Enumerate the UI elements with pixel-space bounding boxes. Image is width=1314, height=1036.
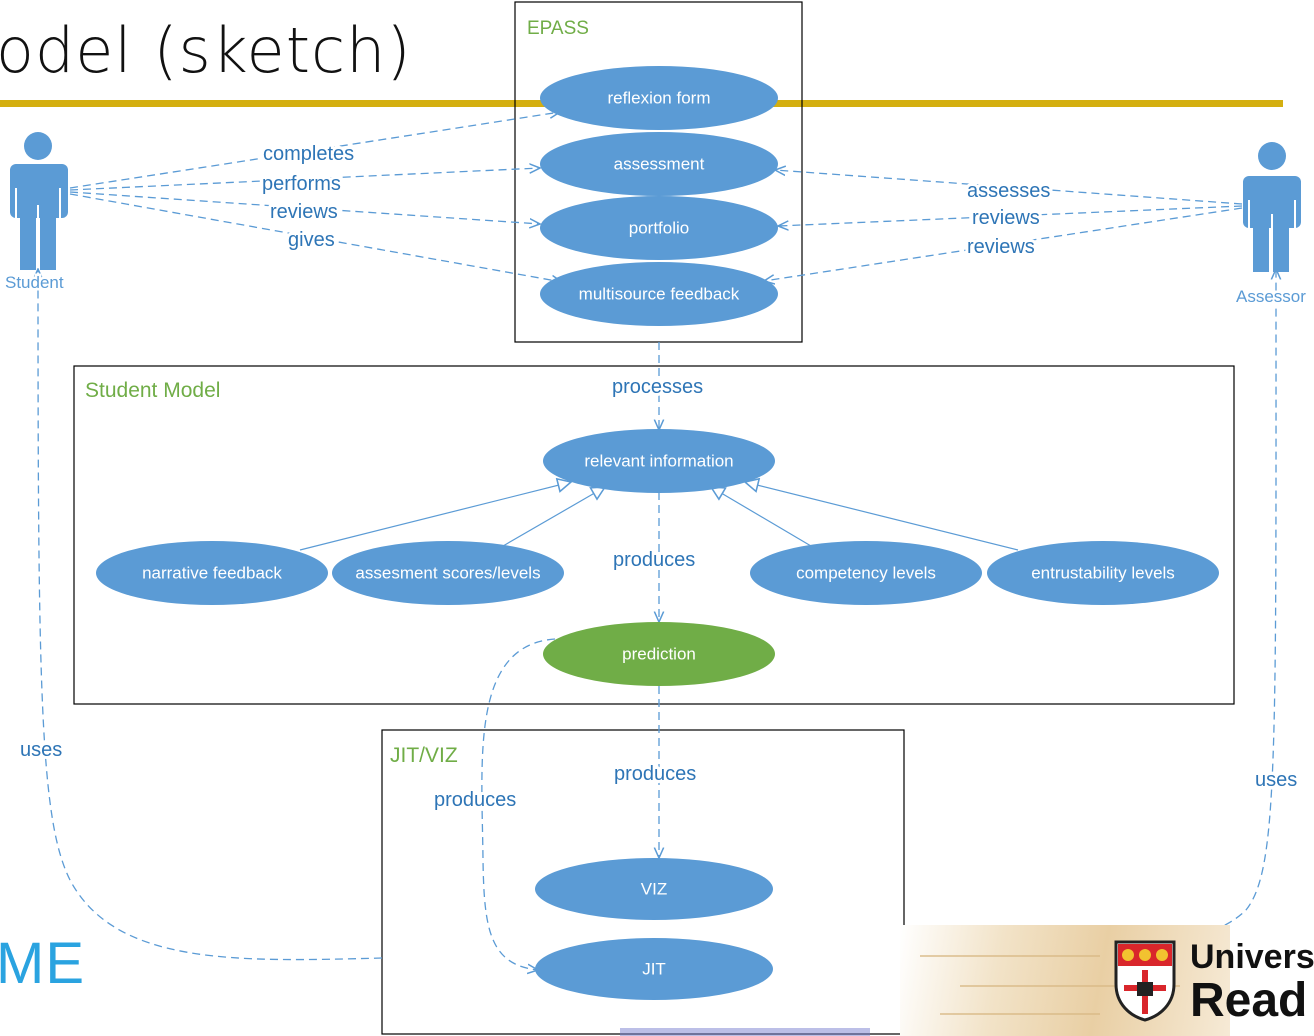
label-completes: completes (263, 143, 354, 165)
node-portfolio[interactable] (540, 196, 778, 260)
edge-uses-student (38, 269, 383, 961)
label-reviews-student: reviews (270, 201, 338, 223)
node-viz-label: VIZ (641, 880, 667, 899)
edge-produces-jit (481, 638, 556, 970)
person-icon (10, 132, 68, 270)
label-reviews-assessor-1: reviews (972, 207, 1040, 229)
brand-fragment: ME (0, 931, 85, 996)
university-line-1: Univers (1190, 938, 1314, 976)
gen-entrustability-levels (745, 482, 1019, 551)
label-uses-assessor: uses (1255, 769, 1297, 791)
node-competency-levels[interactable] (750, 541, 982, 605)
node-group (96, 66, 1219, 1000)
node-relevant-information[interactable] (543, 429, 775, 493)
edge-performs (69, 168, 540, 191)
node-narrative-feedback-label: narrative feedback (142, 564, 282, 583)
person-icon (1243, 142, 1301, 272)
university-line-2: Read (1190, 974, 1308, 1027)
student-label: Student (5, 273, 64, 292)
label-uses-student: uses (20, 739, 62, 761)
node-label-group: reflexion form assessment portfolio mult… (142, 89, 1175, 979)
node-competency-levels-label: competency levels (796, 564, 936, 583)
student-actor[interactable] (10, 132, 68, 270)
assessor-actor[interactable] (1243, 142, 1301, 272)
edge-gives (69, 193, 562, 282)
edge-completes (69, 112, 560, 189)
node-assessment-scores[interactable] (332, 541, 564, 605)
label-reviews-assessor-2: reviews (967, 236, 1035, 258)
node-relevant-information-label: relevant information (584, 452, 733, 471)
edge-assesses (775, 170, 1243, 205)
assessor-label: Assessor (1236, 287, 1306, 306)
label-assesses: assesses (967, 180, 1050, 202)
node-assessment-scores-label: assesment scores/levels (355, 564, 540, 583)
university-crest-icon (1114, 940, 1176, 1022)
label-processes: processes (612, 376, 703, 398)
node-prediction-label: prediction (622, 645, 696, 664)
generalization-group (299, 482, 1019, 551)
label-performs: performs (262, 173, 341, 195)
node-entrustability-levels-label: entrustability levels (1031, 564, 1175, 583)
node-assessment[interactable] (540, 132, 778, 196)
student-model-container (73, 365, 1235, 705)
label-gives: gives (288, 229, 335, 251)
label-produces-viz: produces (614, 763, 696, 785)
edge-label-group: completes performs reviews gives assesse… (17, 140, 1300, 814)
edge-uses-assessor (903, 269, 1276, 963)
jit-viz-label: JIT/VIZ (390, 744, 458, 767)
label-produces-jit: produces (434, 789, 516, 811)
node-portfolio-label: portfolio (629, 219, 689, 238)
student-model-label: Student Model (85, 379, 220, 402)
node-jit-label: JIT (642, 960, 666, 979)
node-viz[interactable] (535, 858, 773, 920)
node-multisource-feedback[interactable] (540, 262, 778, 326)
node-jit[interactable] (535, 938, 773, 1000)
node-reflexion-form-label: reflexion form (608, 89, 711, 108)
edge-reviews-student (69, 191, 540, 224)
slide-title: odel (sketch) (0, 14, 412, 87)
gen-competency-levels (711, 487, 812, 547)
node-prediction[interactable] (543, 622, 775, 686)
gen-narrative-feedback (299, 482, 571, 551)
banner-image (900, 925, 1230, 1036)
node-narrative-feedback[interactable] (96, 541, 328, 605)
university-wordmark: Univers Read (1190, 938, 1314, 1026)
edge-reviews-assessor-2 (764, 207, 1243, 281)
node-assessment-label: assessment (614, 155, 705, 174)
epass-label: EPASS (527, 18, 589, 39)
node-reflexion-form[interactable] (540, 66, 778, 130)
gen-assessment-scores (502, 487, 605, 547)
edge-group (38, 112, 1276, 970)
footer-strip (620, 1028, 870, 1036)
node-entrustability-levels[interactable] (987, 541, 1219, 605)
node-multisource-feedback-label: multisource feedback (579, 285, 740, 304)
label-produces-prediction: produces (613, 549, 695, 571)
